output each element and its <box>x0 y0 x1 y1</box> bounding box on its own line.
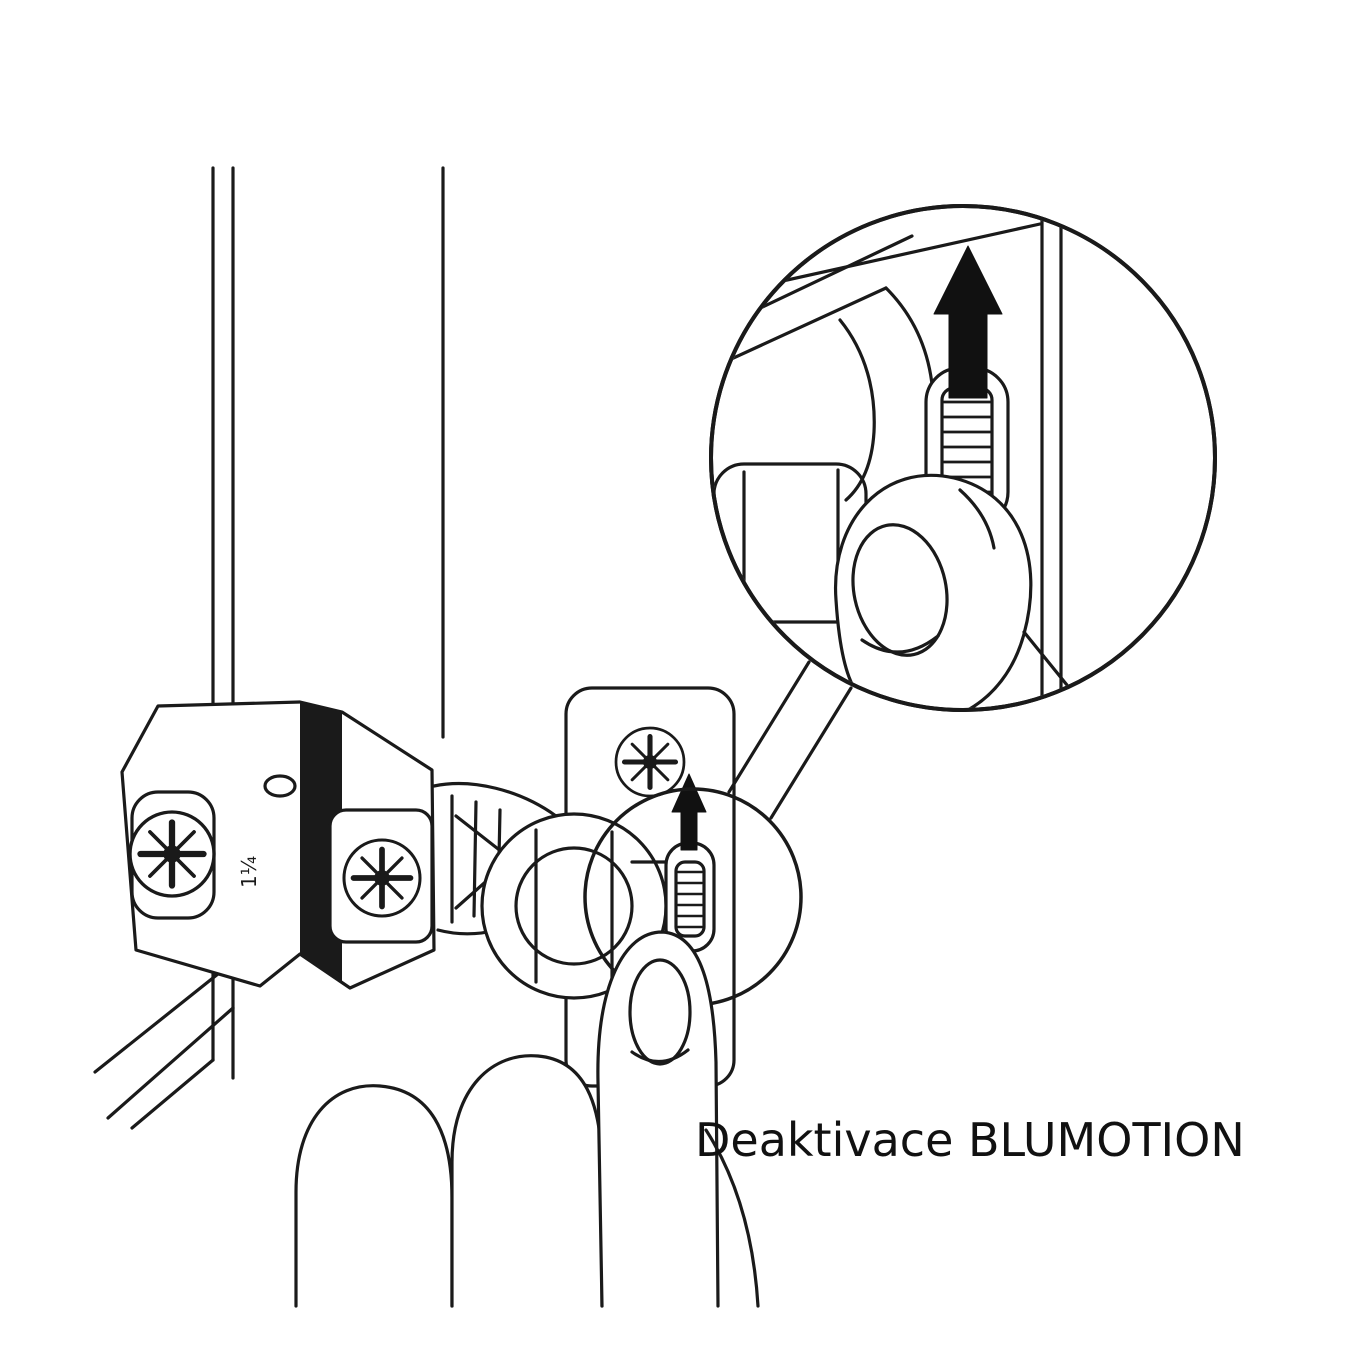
mounting-plate: 1¼ <box>120 700 436 990</box>
screw-icon <box>130 812 214 896</box>
screw-icon <box>344 840 420 916</box>
finger <box>294 1084 454 1308</box>
blumotion-switch <box>664 841 716 953</box>
up-arrow-icon <box>933 245 1003 399</box>
callout-connector <box>727 660 853 820</box>
magnified-finger <box>833 473 1120 708</box>
plate-marking: 1¼ <box>237 856 261 888</box>
detail-callout-circle-large <box>709 204 1217 712</box>
screw-icon <box>616 728 684 796</box>
finger <box>450 1054 604 1308</box>
caption-text: Deaktivace BLUMOTION <box>695 1113 1245 1167</box>
magnified-door-edge <box>1040 208 1063 708</box>
cam-hole <box>263 774 297 798</box>
hand <box>294 930 760 1308</box>
up-arrow-icon <box>671 773 707 851</box>
fingernail <box>851 523 949 657</box>
fingernail <box>628 958 692 1066</box>
